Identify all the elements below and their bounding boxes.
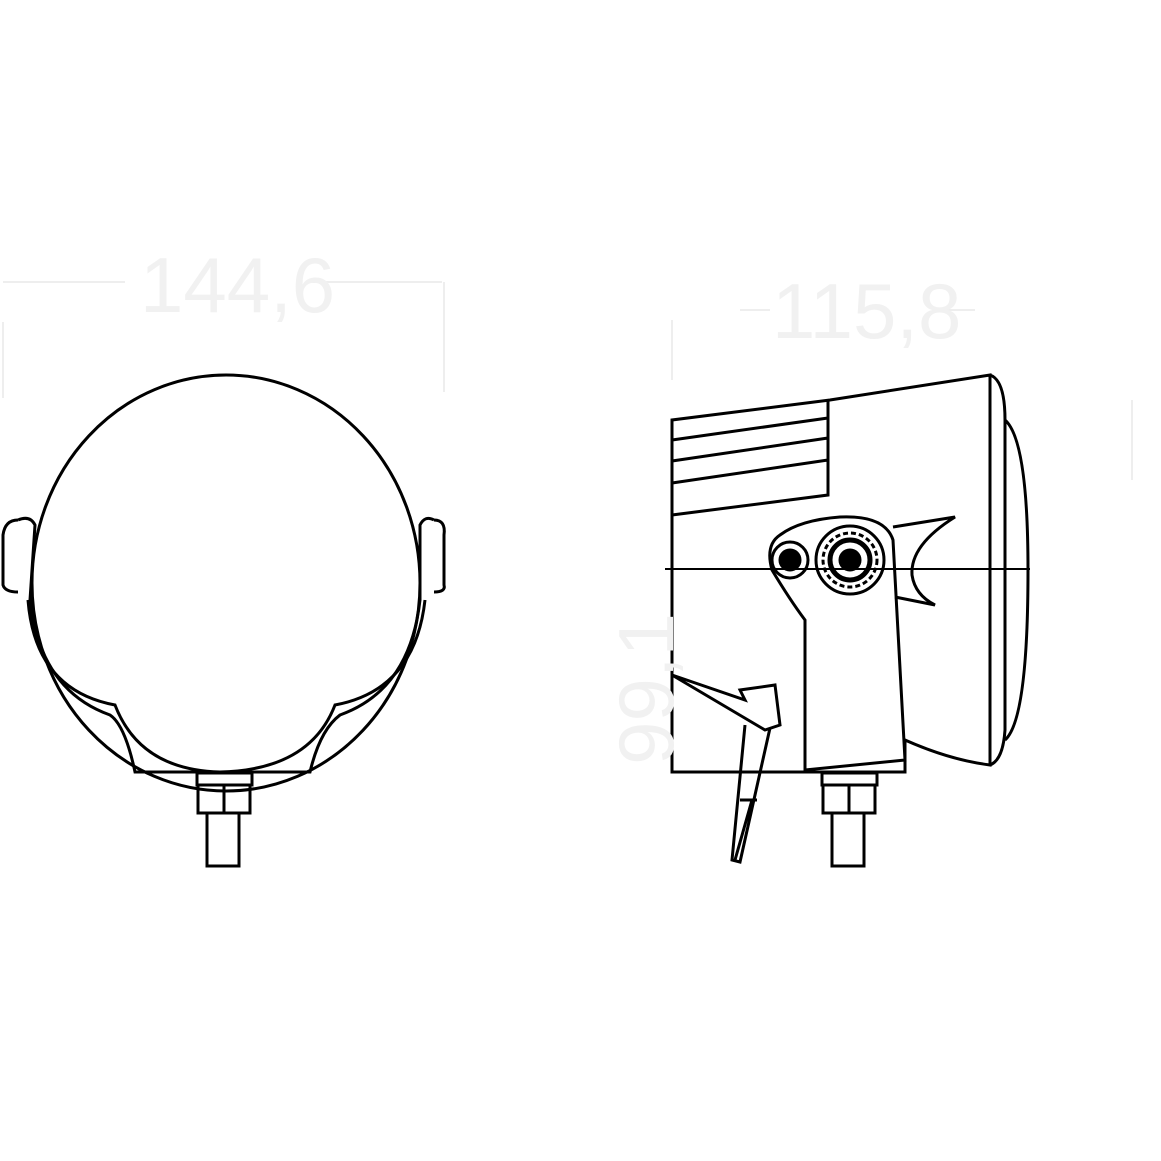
lens-profile	[1003, 418, 1030, 742]
dimension-lines	[2, 281, 1133, 480]
side-bolt	[830, 811, 866, 868]
dimension-side-height: 99,1	[601, 613, 690, 765]
cable-grommet	[671, 673, 782, 732]
front-bracket	[17, 516, 435, 774]
bolt	[205, 811, 241, 868]
dimension-side-depth: 115,8	[772, 267, 962, 355]
left-bracket-ear	[1, 518, 19, 594]
right-bracket-ear	[433, 518, 446, 594]
front-view	[1, 373, 446, 868]
bezel	[989, 373, 1007, 767]
dimension-front-width: 144,6	[140, 241, 336, 329]
lens-circle	[30, 373, 422, 793]
side-view	[665, 373, 1030, 868]
mount-bracket	[768, 515, 907, 772]
